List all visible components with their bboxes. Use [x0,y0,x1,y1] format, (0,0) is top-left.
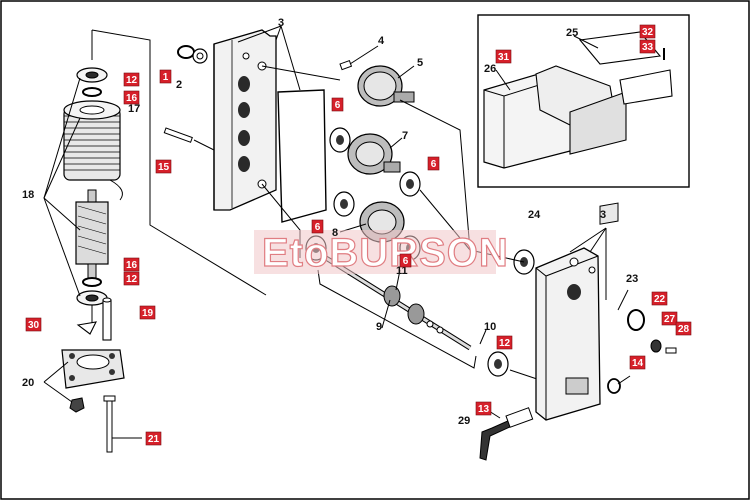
callout-label: 4 [378,35,385,47]
callout-badge-bg [145,431,162,446]
callout-badge-text: 16 [126,93,138,104]
callout-badge: 33 [639,39,656,54]
callout-badge-bg [123,90,140,105]
callout-label: 25 [566,27,578,39]
callout-badge-bg [661,311,678,326]
callout-badge: 30 [25,317,42,332]
callout-badge-bg [123,271,140,286]
watermark-text: EtoBURSON [262,231,509,275]
callout-badge-text: 28 [678,324,690,335]
callout-badge-text: 31 [498,52,510,63]
inset-parts [483,31,673,169]
callout-badge-text: 32 [642,27,654,38]
callout-badge: 13 [475,401,492,416]
callout-badge-bg [475,401,492,416]
callout-badge-text: 16 [126,260,138,271]
callout-badge-bg [496,335,513,350]
callout-badge: 21 [145,431,162,446]
callout-badge: 31 [495,49,512,64]
callout-badge-text: 1 [163,72,169,83]
callout-badge-text: 30 [28,320,40,331]
callout-badge-bg [311,219,324,234]
callout-badge: 22 [651,291,668,306]
callout-badge-bg [331,97,344,112]
callout-badge: 16 [123,257,140,272]
callout-badge: 1 [159,69,172,84]
callout-label: 26 [484,63,496,75]
callout-label: 24 [528,209,541,221]
callout-badge-bg [25,317,42,332]
callout-label: 29 [458,415,470,427]
callout-badge: 15 [155,159,172,174]
callout-badge-bg [399,253,412,268]
callout-label: 23 [626,273,638,285]
callout-badge: 32 [639,24,656,39]
callout-badge-text: 15 [158,162,170,173]
callout-label: 2 [176,79,182,91]
callout-badge-text: 19 [142,308,154,319]
motor-assembly [43,29,267,453]
watermark-band [254,230,496,274]
callout-badge: 6 [311,219,324,234]
callout-badge-bg [139,305,156,320]
callout-label: 3 [278,17,284,29]
right-housing [477,202,677,461]
callout-badge-text: 33 [642,42,654,53]
callout-badge: 14 [629,355,646,370]
callout-badge-bg [123,257,140,272]
callout-label: 5 [417,57,423,69]
callout-badge: 27 [661,311,678,326]
callout-badge-text: 12 [126,274,138,285]
callout-badge: 28 [675,321,692,336]
callout-badge-text: 22 [654,294,666,305]
callout-badge: 6 [331,97,344,112]
callout-label: 7 [402,130,408,142]
callout-badge-text: 6 [315,222,321,233]
callout-badge-bg [675,321,692,336]
callout-badge-bg [639,39,656,54]
callout-badge-text: 12 [499,338,511,349]
callout-badge-bg [629,355,646,370]
callout-badge: 12 [123,271,140,286]
callout-label: 18 [22,189,34,201]
callout-badge: 16 [123,90,140,105]
callout-badge-text: 14 [632,358,644,369]
callout-badge-text: 6 [403,256,409,267]
callout-badge-text: 6 [335,100,341,111]
callout-badge: 19 [139,305,156,320]
callout-label: 17 [128,103,140,115]
callout-badge-bg [123,72,140,87]
callout-label: 10 [484,321,496,333]
callout-badge-bg [159,69,172,84]
callout-badge-bg [651,291,668,306]
callout-badge-text: 21 [148,434,160,445]
callout-badge: 6 [399,253,412,268]
callout-badge-bg [427,156,440,171]
callout-badge-bg [639,24,656,39]
callout-badge-text: 12 [126,75,138,86]
callout-badge-bg [495,49,512,64]
callout-label: 8 [332,227,338,239]
callout-label: 9 [376,321,382,333]
callout-badge: 12 [496,335,513,350]
callout-badge-bg [155,159,172,174]
callout-label: 3 [600,209,606,221]
callout-label: 11 [396,265,408,277]
callout-badge-text: 27 [664,314,676,325]
callout-badge: 6 [427,156,440,171]
callout-badge-text: 6 [431,159,437,170]
callout-badge-text: 13 [478,404,490,415]
left-housing [149,25,341,258]
callout-badge: 12 [123,72,140,87]
callout-label: 20 [22,377,34,389]
